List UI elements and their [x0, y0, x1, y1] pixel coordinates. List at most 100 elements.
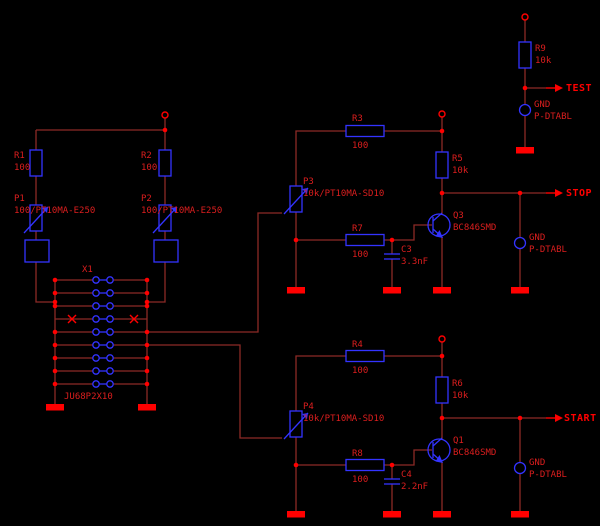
pin-circle — [92, 341, 100, 349]
designator: R7 — [352, 224, 363, 234]
trimmer-P3[interactable]: P3 10k/PT10MA-SD10 — [283, 177, 384, 215]
value: 100/PT10MA-E250 — [14, 206, 95, 216]
testpad-gnd-stop[interactable]: GND P-DTABL — [513, 233, 567, 255]
resistor-body — [345, 458, 385, 472]
pin-circle — [106, 354, 114, 362]
transistor-Q3[interactable]: Q3 BC846SMD — [427, 211, 496, 238]
junction-dot — [144, 368, 150, 374]
wiper-arrowhead — [302, 413, 308, 419]
ground-icon — [433, 287, 451, 294]
value: 3.3nF — [401, 257, 428, 267]
value: BC846SMD — [453, 448, 496, 458]
designator: R6 — [452, 379, 463, 389]
junction-dot — [293, 237, 299, 243]
designator: R9 — [535, 44, 546, 54]
signal-arrow-icon — [555, 414, 563, 422]
collector-lead — [432, 212, 443, 222]
signal-start: START — [546, 413, 597, 424]
junction-dot — [517, 415, 523, 421]
pin-circle — [106, 328, 114, 336]
junction-dot — [522, 85, 528, 91]
resistor-body — [518, 41, 532, 69]
transistor-Q1[interactable]: Q1 BC846SMD — [427, 436, 496, 463]
wiper-arrow — [23, 206, 49, 234]
pin-circle — [92, 276, 100, 284]
testpad-gnd-test[interactable]: GND P-DTABL — [518, 100, 572, 122]
resistor-R3[interactable]: R3 100 — [345, 114, 385, 151]
ground-icon — [287, 287, 305, 294]
trimmer-P2[interactable]: P2 100/PT10MA-E250 — [141, 194, 222, 263]
value: P-DTABL — [529, 245, 567, 255]
connector-pins — [55, 276, 147, 388]
resistor-R9[interactable]: R9 10k — [518, 41, 552, 69]
value: P-DTABL — [529, 470, 567, 480]
resistor-R2[interactable]: R2 100 — [141, 149, 172, 177]
pin-circle — [106, 315, 114, 323]
designator: GND — [529, 233, 545, 243]
pin-circle — [106, 380, 114, 388]
wiper-arrowhead — [302, 188, 308, 194]
resistor-R6[interactable]: R6 10k — [435, 376, 469, 404]
designator: R4 — [352, 340, 363, 350]
value: 100 — [352, 250, 368, 260]
designator: P2 — [141, 194, 152, 204]
ground-icon — [46, 404, 64, 411]
designator: GND — [529, 458, 545, 468]
pin-circle — [106, 367, 114, 375]
junction-dot — [389, 237, 395, 243]
resistor-R7[interactable]: R7 100 — [345, 224, 385, 260]
signal-arrow-icon — [555, 84, 563, 92]
designator: P4 — [303, 402, 314, 412]
ground-symbols — [46, 142, 534, 518]
designator: R5 — [452, 154, 463, 164]
value: 100 — [352, 366, 368, 376]
designator: R2 — [141, 151, 152, 161]
resistor-body — [435, 376, 449, 404]
ground-icon — [287, 511, 305, 518]
junction-dot — [52, 368, 58, 374]
no-connect-marks — [67, 314, 139, 324]
junction-dot — [144, 355, 150, 361]
supply-pin-icon — [438, 110, 446, 118]
pin-circle — [106, 302, 114, 310]
value: 100 — [141, 163, 157, 173]
value: 100 — [14, 163, 30, 173]
resistor-R4[interactable]: R4 100 — [345, 340, 385, 376]
signal-label: START — [564, 413, 597, 424]
trimmer-body — [29, 204, 43, 232]
value: 100 — [352, 141, 368, 151]
trimmer-P1[interactable]: P1 100/PT10MA-E250 — [14, 194, 95, 263]
supply-pin-icon — [521, 13, 529, 21]
capacitor-C3[interactable]: C3 3.3nF — [384, 245, 428, 267]
collector-lead — [432, 437, 443, 447]
wiper-arrow — [283, 412, 309, 440]
junction-dot — [144, 329, 150, 335]
trimmer-housing — [153, 239, 179, 263]
resistor-R1[interactable]: R1 100 — [14, 149, 43, 177]
trimmer-body — [158, 204, 172, 232]
junction-dot — [52, 290, 58, 296]
designator: X1 — [82, 265, 93, 275]
signal-label: STOP — [566, 188, 592, 199]
value: 10k — [452, 391, 469, 401]
designator: R1 — [14, 151, 25, 161]
value: BC846SMD — [453, 223, 496, 233]
connector-X1[interactable]: X1 JU68P2X10 — [55, 265, 147, 402]
pin-circle — [92, 302, 100, 310]
value: 10k — [535, 56, 552, 66]
designator: P1 — [14, 194, 25, 204]
trimmer-housing — [24, 239, 50, 263]
trimmer-P4[interactable]: P4 10k/PT10MA-SD10 — [283, 402, 384, 440]
junction-dot — [144, 303, 150, 309]
resistor-body — [345, 349, 385, 363]
wiper-arrowhead — [171, 207, 177, 213]
resistor-R5[interactable]: R5 10k — [435, 151, 469, 179]
ground-icon — [383, 287, 401, 294]
ground-icon — [516, 147, 534, 154]
trimmer-body — [289, 185, 303, 213]
resistor-R8[interactable]: R8 100 — [345, 449, 385, 485]
value: 2.2nF — [401, 482, 428, 492]
testpad-gnd-start[interactable]: GND P-DTABL — [513, 458, 567, 480]
capacitor-C4[interactable]: C4 2.2nF — [384, 470, 428, 492]
